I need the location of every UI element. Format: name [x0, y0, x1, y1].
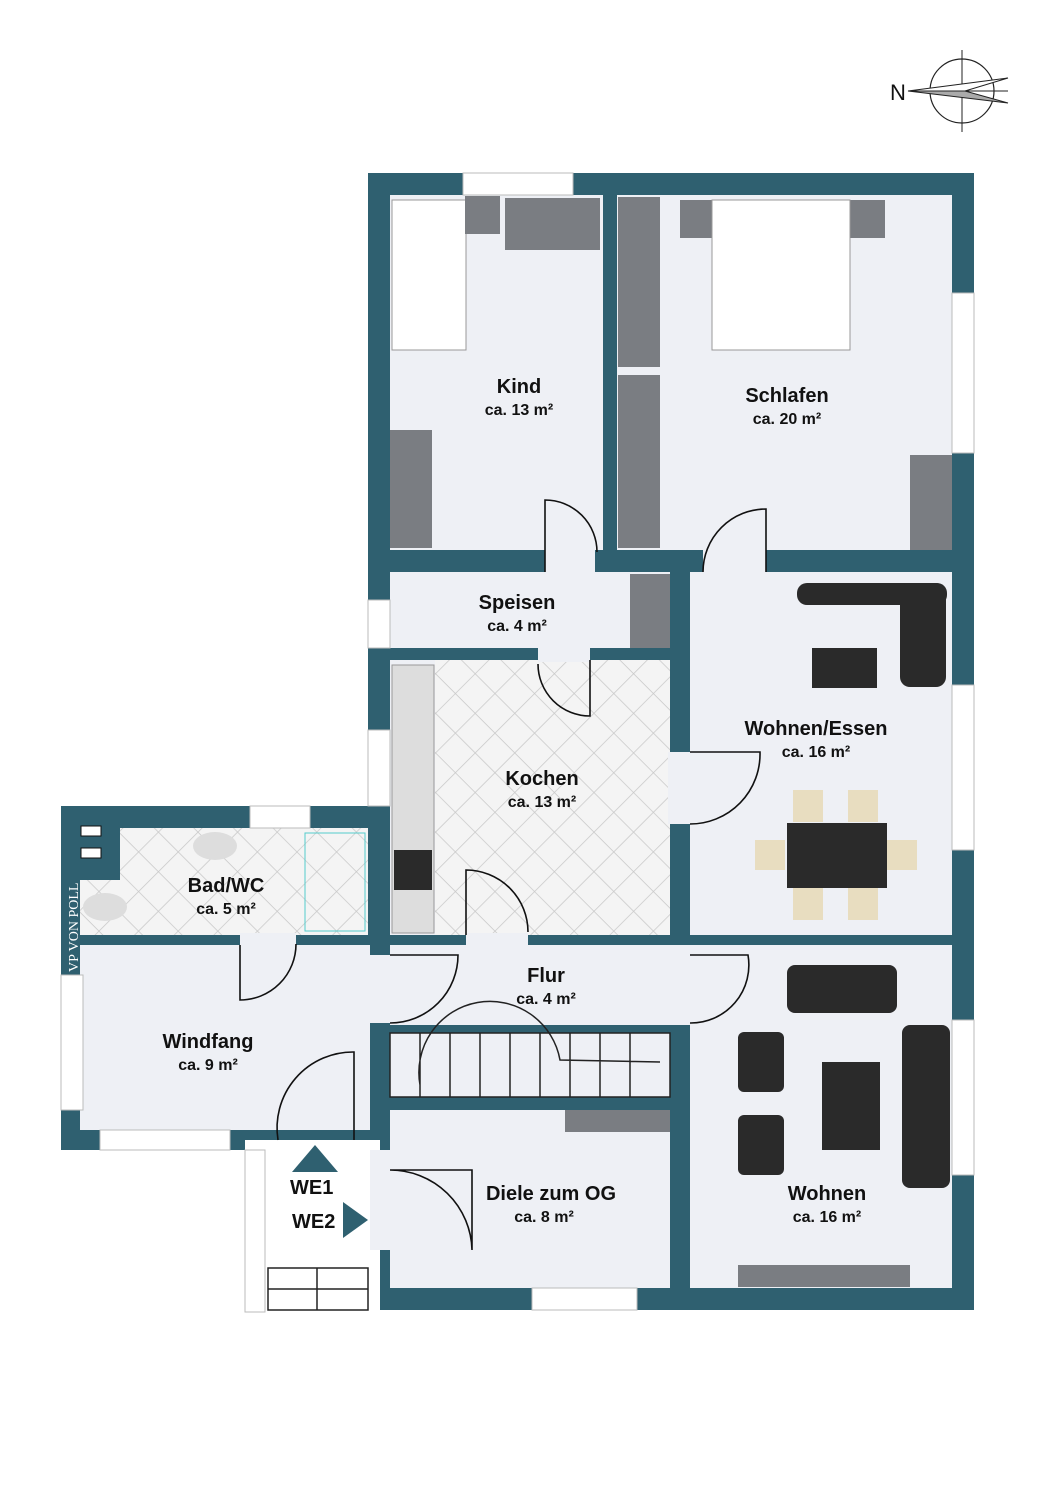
room-name-windfang: Windfang: [163, 1031, 254, 1053]
room-name-wohnen: Wohnen: [788, 1183, 867, 1205]
doors: [239, 499, 767, 1251]
room-name-kochen: Kochen: [505, 768, 578, 790]
compass-icon: N: [890, 50, 1009, 132]
room-area-flur: ca. 4 m²: [516, 991, 576, 1008]
room-name-schlafen: Schlafen: [745, 385, 828, 407]
entrance-arrow-right-icon: [343, 1202, 368, 1238]
room-name-bad-wc: Bad/WC: [188, 875, 265, 897]
room-area-bad-wc: ca. 5 m²: [196, 901, 256, 918]
room-area-kochen: ca. 13 m²: [508, 794, 576, 811]
compass-north-label: N: [890, 80, 906, 105]
room-area-kind: ca. 13 m²: [485, 402, 553, 419]
room-name-diele: Diele zum OG: [486, 1183, 616, 1205]
room-labels: Kind ca. 13 m² Schlafen ca. 20 m² Speise…: [163, 376, 888, 1226]
room-area-speisen: ca. 4 m²: [487, 618, 547, 635]
room-area-schlafen: ca. 20 m²: [753, 411, 821, 428]
entrance-markers: WE1 WE2: [290, 1145, 368, 1238]
room-name-speisen: Speisen: [479, 592, 556, 614]
staircase: [267, 1000, 671, 1311]
von-poll-logo: VP VON POLL: [67, 883, 82, 972]
room-area-diele: ca. 8 m²: [514, 1209, 574, 1226]
room-name-wohnen-essen: Wohnen/Essen: [745, 718, 888, 740]
entrance-arrow-up-icon: [292, 1145, 338, 1172]
room-name-kind: Kind: [497, 376, 541, 398]
entrance-label-we2: WE2: [292, 1211, 335, 1233]
room-area-wohnen: ca. 16 m²: [793, 1209, 861, 1226]
room-area-windfang: ca. 9 m²: [178, 1057, 238, 1074]
furniture: [80, 196, 952, 1287]
entrance-label-we1: WE1: [290, 1177, 333, 1199]
room-name-flur: Flur: [527, 965, 565, 987]
windows: [60, 172, 975, 1313]
room-area-wohnen-essen: ca. 16 m²: [782, 744, 850, 761]
svg-text:VP VON POLL: VP VON POLL: [67, 883, 82, 972]
